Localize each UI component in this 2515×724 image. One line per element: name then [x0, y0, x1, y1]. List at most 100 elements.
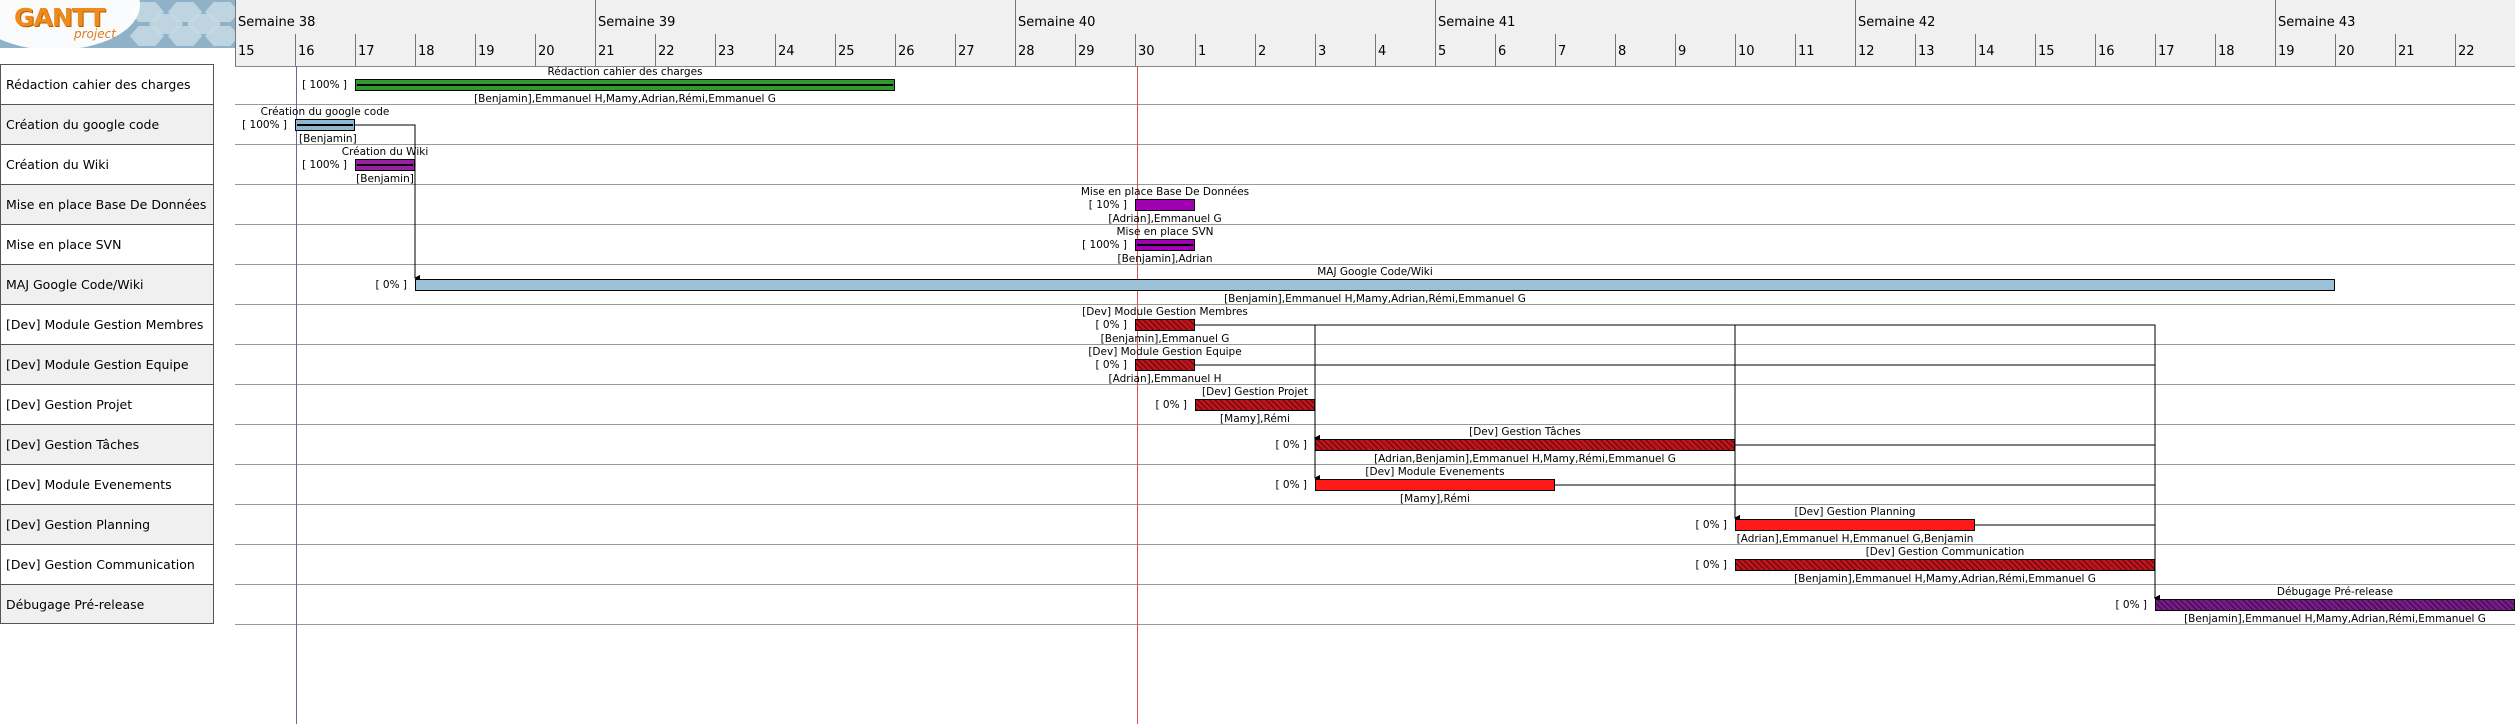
task-bar[interactable] — [295, 119, 355, 131]
task-bar-label: Mise en place Base De Données — [1080, 186, 1250, 198]
task-bar[interactable] — [1135, 199, 1195, 211]
task-resources: [Benjamin],Emmanuel H,Mamy,Adrian,Rémi,E… — [2184, 613, 2486, 625]
day-label: 21 — [595, 34, 655, 66]
task-percent: [ 0% ] — [1095, 359, 1127, 371]
task-bar-label: [Dev] Gestion Planning — [1794, 506, 1916, 518]
row-divider — [235, 544, 2515, 545]
ganttproject-logo: GANTT project — [0, 0, 236, 48]
task-bar[interactable] — [415, 279, 2335, 291]
day-label: 11 — [1795, 34, 1855, 66]
task-bar-label: [Dev] Gestion Communication — [1865, 546, 2025, 558]
task-percent: [ 0% ] — [1695, 519, 1727, 531]
task-name: MAJ Google Code/Wiki — [6, 277, 144, 292]
task-row[interactable]: Débugage Pré-release — [0, 584, 214, 624]
task-row[interactable]: [Dev] Module Gestion Equipe — [0, 344, 214, 384]
day-label: 22 — [655, 34, 715, 66]
task-resources: [Benjamin] — [356, 173, 414, 185]
week-label: Semaine 39 — [595, 0, 675, 34]
task-percent: [ 0% ] — [1275, 479, 1307, 491]
task-percent: [ 100% ] — [302, 79, 347, 91]
day-label: 30 — [1135, 34, 1195, 66]
week-label: Semaine 38 — [235, 0, 315, 34]
task-resources: [Benjamin],Emmanuel G — [1100, 333, 1230, 345]
row-divider — [235, 344, 2515, 345]
row-divider — [235, 224, 2515, 225]
day-label: 24 — [775, 34, 835, 66]
task-row[interactable]: Rédaction cahier des charges — [0, 64, 214, 104]
task-bar[interactable] — [1195, 399, 1315, 411]
task-bar-label: [Dev] Gestion Projet — [1202, 386, 1308, 398]
task-resources: [Adrian],Emmanuel H,Emmanuel G,Benjamin — [1736, 533, 1974, 545]
task-row[interactable]: Création du Wiki — [0, 144, 214, 184]
row-divider — [235, 264, 2515, 265]
week-label: Semaine 41 — [1435, 0, 1515, 34]
task-row[interactable]: [Dev] Gestion Tâches — [0, 424, 214, 464]
task-bar[interactable] — [1135, 319, 1195, 331]
day-label: 28 — [1015, 34, 1075, 66]
task-resources: [Benjamin],Emmanuel H,Mamy,Adrian,Rémi,E… — [474, 93, 776, 105]
day-label: 22 — [2455, 34, 2515, 66]
task-name: [Dev] Module Gestion Equipe — [6, 357, 189, 372]
day-label: 18 — [415, 34, 475, 66]
task-bar-label: Création du google code — [260, 106, 390, 118]
task-resources: [Benjamin],Emmanuel H,Mamy,Adrian,Rémi,E… — [1224, 293, 1526, 305]
today-line — [1137, 66, 1138, 724]
task-bar[interactable] — [2155, 599, 2515, 611]
day-label: 26 — [895, 34, 955, 66]
task-bar[interactable] — [355, 79, 895, 91]
task-percent: [ 0% ] — [1275, 439, 1307, 451]
day-label: 7 — [1555, 34, 1615, 66]
day-label: 3 — [1315, 34, 1375, 66]
task-bar[interactable] — [1135, 359, 1195, 371]
task-bar-label: [Dev] Module Evenements — [1365, 466, 1505, 478]
task-row[interactable]: [Dev] Module Evenements — [0, 464, 214, 504]
task-bar-label: Débugage Pré-release — [2276, 586, 2394, 598]
task-percent: [ 0% ] — [1155, 399, 1187, 411]
task-name: Débugage Pré-release — [6, 596, 145, 612]
day-label: 16 — [2095, 34, 2155, 66]
day-label: 17 — [355, 34, 415, 66]
task-percent: [ 0% ] — [2115, 599, 2147, 611]
task-name: Mise en place Base De Données — [6, 197, 207, 212]
task-row[interactable]: [Dev] Module Gestion Membres — [0, 304, 214, 344]
week-label: Semaine 40 — [1015, 0, 1095, 34]
task-bar[interactable] — [1735, 559, 2155, 571]
task-row[interactable]: Mise en place Base De Données — [0, 184, 214, 224]
day-label: 1 — [1195, 34, 1255, 66]
task-name: [Dev] Gestion Projet — [6, 397, 133, 412]
day-label: 12 — [1855, 34, 1915, 66]
task-bar[interactable] — [1315, 479, 1555, 491]
task-row[interactable]: Création du google code — [0, 104, 214, 144]
day-label: 15 — [235, 34, 295, 66]
task-bar-label: Création du Wiki — [341, 146, 429, 158]
task-name: Rédaction cahier des charges — [6, 77, 191, 92]
task-bar[interactable] — [1315, 439, 1735, 451]
task-row[interactable]: [Dev] Gestion Planning — [0, 504, 214, 544]
task-bar[interactable] — [355, 159, 415, 171]
task-name: Création du Wiki — [6, 157, 109, 172]
row-divider — [235, 424, 2515, 425]
day-label: 15 — [2035, 34, 2095, 66]
row-divider — [235, 304, 2515, 305]
day-label: 27 — [955, 34, 1015, 66]
logo-brand-text: GANTT — [14, 3, 105, 32]
task-bar[interactable] — [1135, 239, 1195, 251]
row-divider — [235, 584, 2515, 585]
task-row[interactable]: MAJ Google Code/Wiki — [0, 264, 214, 304]
row-divider — [235, 104, 2515, 105]
task-bar-label: [Dev] Gestion Tâches — [1469, 426, 1581, 438]
task-row[interactable]: [Dev] Gestion Communication — [0, 544, 214, 584]
task-row[interactable]: [Dev] Gestion Projet — [0, 384, 214, 424]
gantt-chart-area[interactable] — [235, 66, 2515, 626]
task-name: Création du google code — [6, 117, 160, 132]
task-bar[interactable] — [1735, 519, 1975, 531]
project-start-line — [296, 66, 297, 724]
progress-indicator — [1137, 244, 1193, 246]
day-label: 19 — [475, 34, 535, 66]
day-label: 17 — [2155, 34, 2215, 66]
row-divider — [235, 384, 2515, 385]
task-name: [Dev] Gestion Tâches — [6, 437, 140, 452]
task-row[interactable]: Mise en place SVN — [0, 224, 214, 264]
